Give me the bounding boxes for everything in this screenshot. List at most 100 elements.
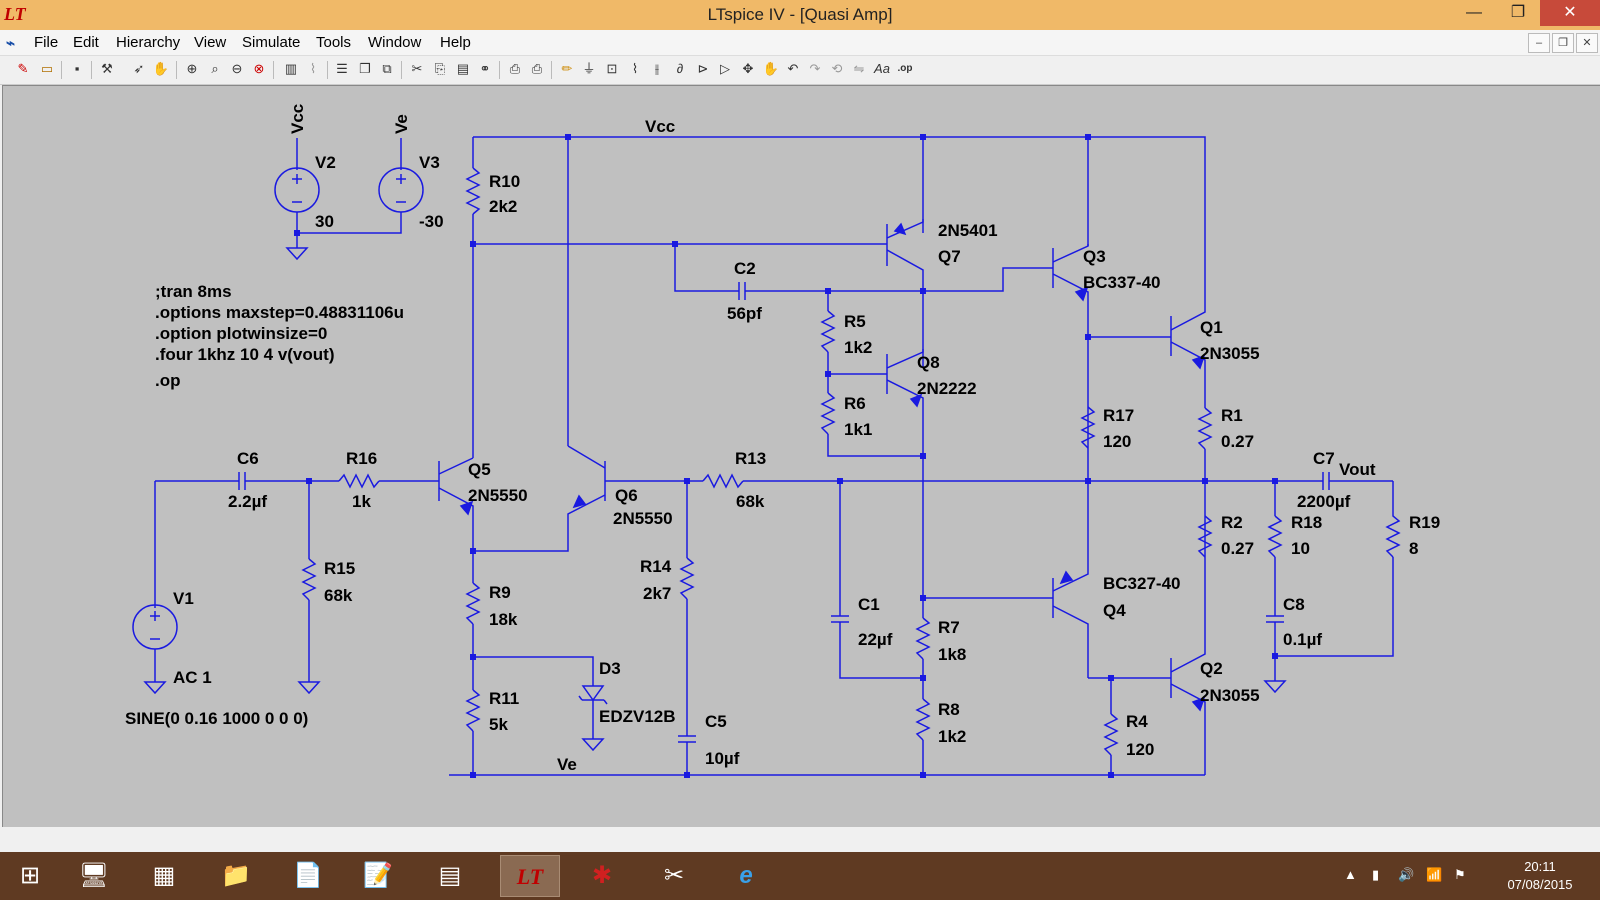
r19-ref[interactable]: R19 [1409,513,1440,532]
q3-ref[interactable]: Q3 [1083,247,1106,266]
draw-wire-icon[interactable]: ✏ [561,61,573,76]
undo-icon[interactable]: ↶ [787,61,799,76]
r13-ref[interactable]: R13 [735,449,766,468]
d3-ref[interactable]: D3 [599,659,621,678]
r11-value[interactable]: 5k [489,715,508,734]
notepad-icon[interactable]: 📝 [363,862,393,889]
r18-ref[interactable]: R18 [1291,513,1322,532]
r9-value[interactable]: 18k [489,610,518,629]
r15-ref[interactable]: R15 [324,559,355,578]
c1-value[interactable]: 22µf [858,630,893,649]
new-schematic-icon[interactable]: ✎ [17,61,29,76]
print-icon[interactable]: ⎙ [531,61,543,76]
mdi-document-icon[interactable]: ⌁ [6,35,16,52]
directive-option-plotwinsize[interactable]: .option plotwinsize=0 [155,324,327,343]
remote-desktop-icon[interactable]: 🖥 [78,862,110,889]
r7-ref[interactable]: R7 [938,618,960,637]
q6-ref[interactable]: Q6 [615,486,638,505]
menu-hierarchy[interactable]: Hierarchy [116,34,181,51]
capacitor-icon[interactable]: ⫲ [654,61,660,76]
v2-value[interactable]: 30 [315,212,334,231]
save-icon[interactable]: ▪ [74,61,80,76]
tile-horizontal-icon[interactable]: ☰ [336,61,348,76]
q3-model[interactable]: BC337-40 [1083,273,1161,292]
menu-tools[interactable]: Tools [316,34,352,51]
c2-ref[interactable]: C2 [734,259,756,278]
r14-ref[interactable]: R14 [640,557,672,576]
c7-ref[interactable]: C7 [1313,449,1335,468]
v2-ref[interactable]: V2 [315,153,336,172]
c8-value[interactable]: 0.1µf [1283,630,1322,649]
network-icon[interactable]: 📶 [1426,867,1443,882]
blank-document-icon[interactable]: 📄 [293,862,323,889]
control-panel-icon[interactable]: ⚒ [101,61,113,76]
q1-model[interactable]: 2N3055 [1200,344,1260,363]
mdi-restore-button[interactable]: ❐ [1552,33,1574,53]
clock[interactable]: 20:11 07/08/2015 [1500,858,1580,894]
q5-model[interactable]: 2N5550 [468,486,528,505]
r1-ref[interactable]: R1 [1221,406,1243,425]
wall-icon[interactable]: ▦ [152,862,176,889]
paste-icon[interactable]: ▤ [456,61,470,76]
c6-value[interactable]: 2.2µf [228,492,267,511]
mdi-minimize-button[interactable]: – [1528,33,1550,53]
inductor-icon[interactable]: ∂ [676,61,684,76]
pan-icon[interactable]: ⌕ [211,61,219,76]
ltspice-icon[interactable]: LT [500,855,560,897]
waveform-icon[interactable]: ⌇ [309,61,317,76]
ground-icon[interactable]: ⏚ [582,61,596,76]
c6-ref[interactable]: C6 [237,449,259,468]
drag-icon[interactable]: ✋ [762,61,780,76]
r16-ref[interactable]: R16 [346,449,377,468]
v1-value[interactable]: AC 1 [173,668,212,687]
r8-value[interactable]: 1k2 [938,727,966,746]
r17-ref[interactable]: R17 [1103,406,1134,425]
resistor-icon[interactable]: ⌇ [631,61,639,76]
r7-value[interactable]: 1k8 [938,645,966,664]
q1-ref[interactable]: Q1 [1200,318,1223,337]
r5-ref[interactable]: R5 [844,312,866,331]
component-icon[interactable]: ▷ [720,61,730,76]
cut-icon[interactable]: ✂ [411,61,423,76]
r19-value[interactable]: 8 [1409,539,1418,558]
r10-ref[interactable]: R10 [489,172,520,191]
q4-ref[interactable]: Q4 [1103,601,1126,620]
q7-model[interactable]: 2N5401 [938,221,998,240]
q6-model[interactable]: 2N5550 [613,509,673,528]
c7-value[interactable]: 2200µf [1297,492,1351,511]
tile-vertical-icon[interactable]: ⧉ [382,61,392,76]
open-icon[interactable]: ▭ [40,61,54,76]
r2-value[interactable]: 0.27 [1221,539,1254,558]
r5-value[interactable]: 1k2 [844,338,872,357]
v3-value[interactable]: -30 [419,212,444,231]
r8-ref[interactable]: R8 [938,700,960,719]
r18-value[interactable]: 10 [1291,539,1310,558]
r4-ref[interactable]: R4 [1126,712,1148,731]
schematic-drawing[interactable]: Vcc Ve Vcc Ve Vout ;tran 8ms .options ma… [3,86,1600,827]
r17-value[interactable]: 120 [1103,432,1131,451]
c2-value[interactable]: 56pf [727,304,762,323]
menu-window[interactable]: Window [368,34,422,51]
c5-ref[interactable]: C5 [705,712,727,731]
r14-value[interactable]: 2k7 [643,584,671,603]
label-net-icon[interactable]: ⊡ [606,61,618,76]
diode-icon[interactable]: ⊳ [697,61,709,76]
d3-model[interactable]: EDZV12B [599,707,676,726]
snipping-tool-icon[interactable]: ✂ [663,862,685,889]
r2-ref[interactable]: R2 [1221,513,1243,532]
zoom-fit-icon[interactable]: ⊗ [253,61,265,76]
q7-ref[interactable]: Q7 [938,247,961,266]
close-button[interactable]: ✕ [1540,0,1600,26]
q5-ref[interactable]: Q5 [468,460,491,479]
maximize-button[interactable]: ❐ [1510,4,1526,21]
menu-edit[interactable]: Edit [73,34,99,51]
volume-icon[interactable]: 🔊 [1398,867,1415,882]
menu-help[interactable]: Help [440,34,471,51]
directive-op[interactable]: .op [155,371,181,390]
q2-ref[interactable]: Q2 [1200,659,1223,678]
file-explorer-icon[interactable]: 📁 [221,862,251,889]
halt-icon[interactable]: ✋ [152,61,170,76]
v1-sine[interactable]: SINE(0 0.16 1000 0 0 0) [125,709,308,728]
directive-tran[interactable]: ;tran 8ms [155,282,232,301]
r9-ref[interactable]: R9 [489,583,511,602]
